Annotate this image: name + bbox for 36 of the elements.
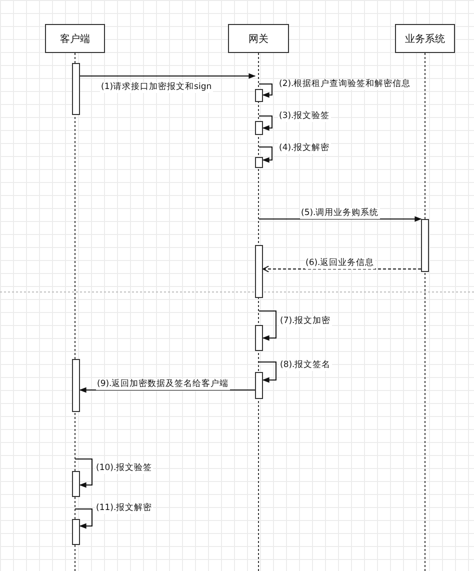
participant-box: 网关	[228, 24, 289, 53]
participant-box: 业务系统	[395, 24, 455, 53]
message-label: (10).报文验签	[95, 463, 154, 474]
message-arrow	[258, 216, 422, 222]
message-arrow	[74, 458, 92, 488]
message-label: (1)请求接口加密报文和sign	[100, 82, 213, 93]
message-arrow	[258, 84, 272, 98]
activation-bar	[255, 372, 263, 399]
activation-bar	[72, 63, 80, 115]
activation-bar	[255, 157, 263, 168]
activation-bar	[72, 471, 80, 497]
message-label: (5).调用业务购系统	[300, 208, 380, 219]
activation-bar	[72, 359, 80, 412]
message-label: (11).报文解密	[95, 503, 154, 514]
message-arrow	[258, 116, 272, 131]
message-arrow	[80, 73, 256, 79]
activation-bar	[421, 219, 429, 272]
message-arrow	[258, 310, 276, 341]
message-arrow	[79, 387, 256, 393]
activation-bar	[255, 325, 263, 351]
participant-box: 客户端	[45, 24, 105, 53]
message-arrow	[74, 508, 92, 529]
message-label: (8).报文签名	[279, 360, 332, 371]
message-arrow	[258, 146, 272, 163]
message-label: (3).报文验签	[278, 111, 331, 122]
message-label: (6).返回业务信息	[304, 258, 376, 269]
message-label: (4).报文解密	[278, 143, 331, 154]
message-label: (9).返回加密数据及签名给客户端	[96, 379, 230, 390]
message-label: (7).报文加密	[279, 316, 332, 327]
message-arrow	[258, 362, 276, 383]
activation-bar	[255, 245, 263, 298]
message-label: (2).根据租户查询验签和解密信息	[278, 79, 412, 90]
activation-bar	[72, 519, 80, 545]
activation-bar	[255, 89, 263, 102]
message-arrow	[262, 266, 422, 272]
activation-bar	[255, 121, 263, 135]
